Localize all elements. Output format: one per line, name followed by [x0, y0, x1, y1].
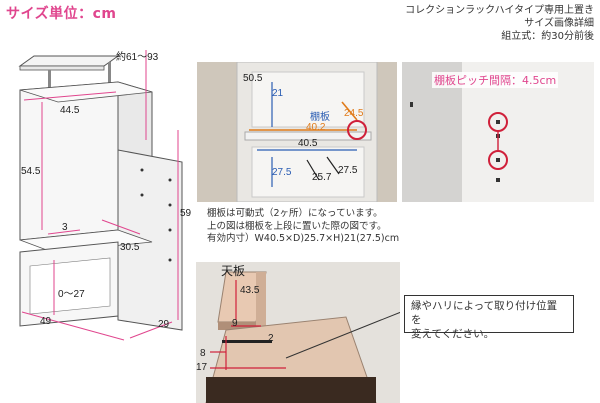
height-range-label: 約61～93: [116, 52, 159, 63]
caption-line-1: 棚板は可動式（2ヶ所）になっています。: [207, 208, 383, 219]
top-board-photo: [196, 262, 400, 403]
top-board-title: 天板: [221, 264, 246, 278]
interior-photo: [197, 62, 397, 202]
top-board-9: 9: [232, 318, 238, 329]
bottom-range-label: 0～27: [58, 289, 85, 300]
shelf-depth-label: 24.5: [344, 108, 364, 119]
assembly-time: 組立式：約30分前後: [501, 31, 594, 42]
shelf-depth-right: 27.5: [338, 165, 358, 176]
depth-label: 29: [158, 319, 170, 330]
mounting-callout: 縁やハリによって取り付け位置を 変えてください。: [404, 295, 574, 340]
shelf-width-label: 40.2: [306, 122, 326, 133]
top-width-label: 44.5: [60, 105, 80, 116]
shelf-total-height: 50.5: [243, 73, 263, 84]
width-label: 49: [40, 316, 52, 327]
shelf-label: 棚板: [310, 112, 330, 123]
shelf-depth-left: 25.7: [312, 172, 332, 183]
total-height-label: 59: [180, 208, 192, 219]
inner-height-label: 54.5: [21, 166, 41, 177]
subtitle: サイズ画像詳細: [524, 18, 594, 29]
shelf-upper-height: 21: [272, 88, 284, 99]
top-board-2: 2: [268, 333, 274, 344]
shelf-lower-height: 27.5: [272, 167, 292, 178]
small-depth-label: 3: [62, 222, 68, 233]
shelf-caption: 棚板は可動式（2ヶ所）になっています。 上の図は棚板を上段に置いた際の図です。 …: [207, 208, 399, 246]
callout-line-2: 変えてください。: [411, 328, 495, 340]
pitch-label: 棚板ピッチ間隔：4.5cm: [432, 72, 559, 88]
inner-width-label: 40.5: [298, 138, 318, 149]
side-depth-label: 30.5: [120, 242, 140, 253]
caption-line-2: 上の図は棚板を上段に置いた際の図です。: [207, 220, 387, 232]
product-drawing: [18, 50, 183, 341]
unit-label: サイズ単位：cm: [6, 6, 117, 22]
top-board-43: 43.5: [240, 285, 260, 296]
top-board-8: 8: [200, 348, 206, 359]
callout-line-1: 縁やハリによって取り付け位置を: [411, 300, 558, 326]
product-title: コレクションラックハイタイプ専用上置き: [405, 5, 594, 16]
header: コレクションラックハイタイプ専用上置き サイズ画像詳細 組立式：約30分前後: [405, 4, 594, 43]
top-board-17: 17: [196, 362, 208, 373]
caption-line-3: 有効内寸）W40.5×D)25.7×H)21(27.5)cm: [207, 233, 400, 244]
